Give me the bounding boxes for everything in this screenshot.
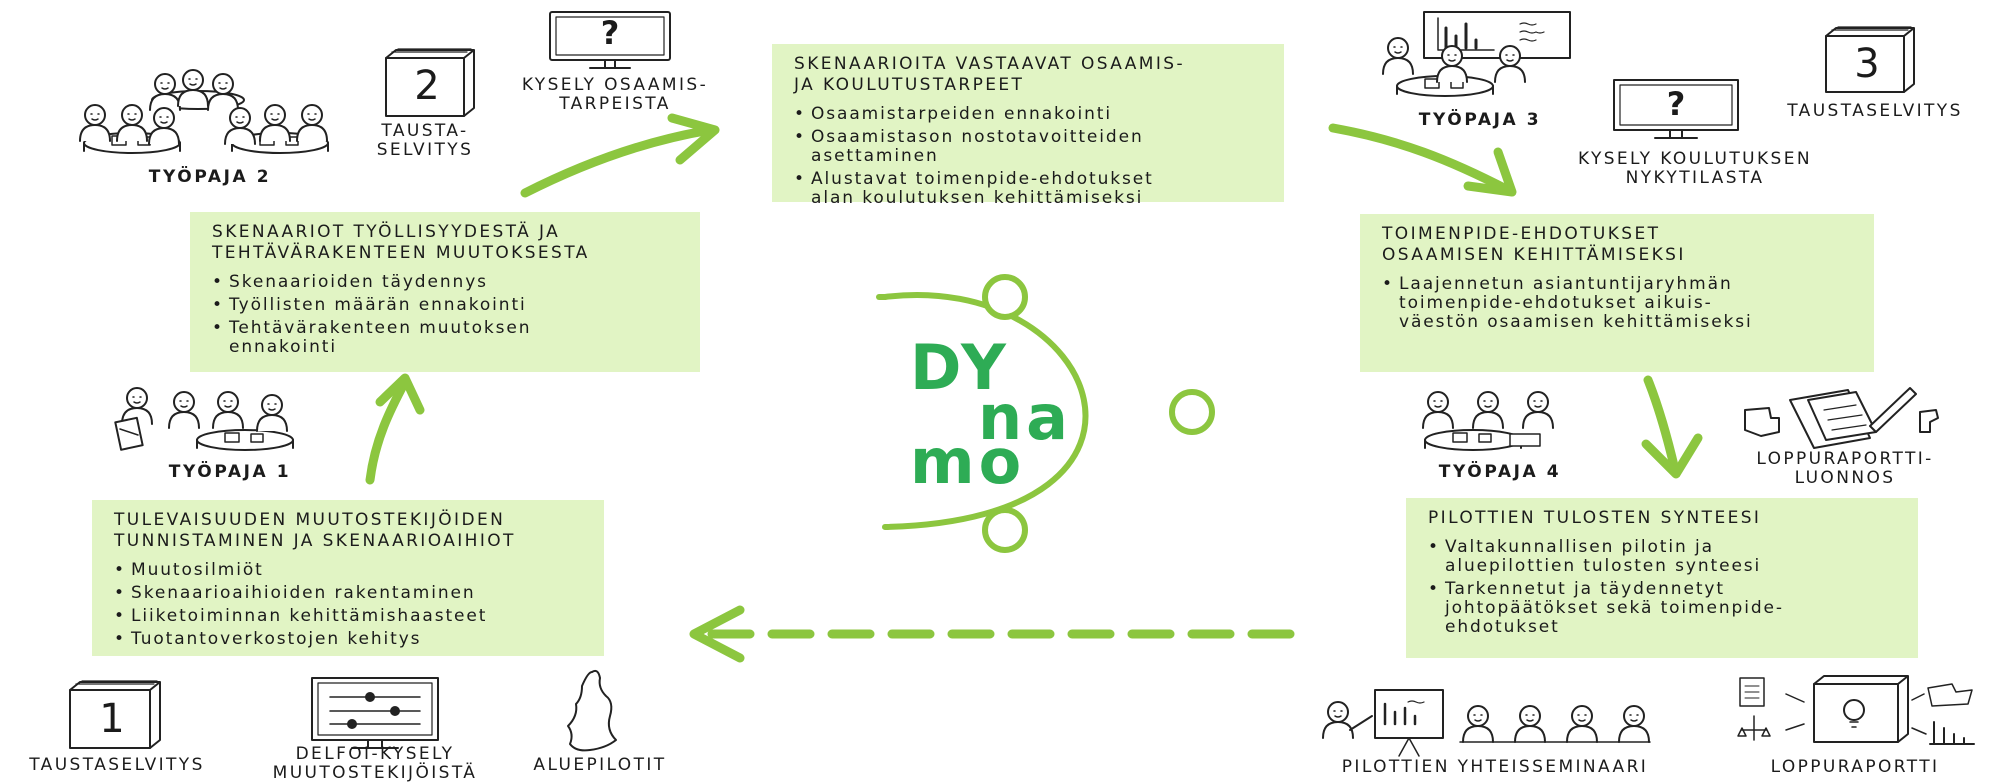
group-tyopaja3 bbox=[1382, 11, 1571, 97]
book-number-3: 3 bbox=[1854, 41, 1880, 87]
book-icon-2 bbox=[385, 48, 475, 117]
arc-node-bottom bbox=[982, 507, 1028, 553]
book-number-2: 2 bbox=[414, 63, 440, 109]
list-item: Tarkennetut ja täydennetyt johtopäätökse… bbox=[1428, 580, 1896, 637]
label-tyopaja4: TYÖPAJA 4 bbox=[1438, 462, 1562, 482]
phase2-title: SKENAARIOT TYÖLLISYYDESTÄ JA TEHTÄVÄRAKE… bbox=[212, 222, 590, 263]
monitor-icon-1 bbox=[549, 11, 671, 69]
monitor-icon-2 bbox=[1613, 79, 1739, 139]
list-item: Osaamistarpeiden ennakointi bbox=[794, 105, 1262, 125]
label-aluepilotit: ALUEPILOTIT bbox=[533, 755, 667, 775]
label-kysely-osaamistarpeista: KYSELY OSAAMIS- TARPEISTA bbox=[521, 75, 709, 114]
dynamo-logo-dy: DY bbox=[910, 331, 1010, 404]
list-item: Osaamistason nostotavoitteiden asettamin… bbox=[794, 128, 1262, 166]
label-tyopaja1: TYÖPAJA 1 bbox=[168, 462, 292, 482]
arrow-4-to-5 bbox=[1643, 375, 1680, 475]
phase1-box: TULEVAISUUDEN MUUTOSTEKIJÖIDEN TUNNISTAM… bbox=[92, 500, 604, 656]
phase4-box: TOIMENPIDE-EHDOTUKSET OSAAMISEN KEHITTÄM… bbox=[1360, 214, 1874, 372]
list-item: Liiketoiminnan kehittämishaasteet bbox=[114, 607, 582, 627]
phase4-list: Laajennetun asiantuntijaryhmän toimenpid… bbox=[1382, 275, 1852, 332]
flow-arrows bbox=[365, 113, 1703, 663]
label-pilottien-seminaari: PILOTTIEN YHTEISSEMINAARI bbox=[1341, 757, 1649, 777]
delfoi-monitor-icon bbox=[311, 677, 439, 749]
book-icon-1 bbox=[69, 680, 161, 749]
label-kysely-koulutuksen: KYSELY KOULUTUKSEN NYKYTILASTA bbox=[1578, 149, 1812, 188]
phase3-title: SKENAARIOITA VASTAAVAT OSAAMIS- JA KOULU… bbox=[794, 54, 1185, 95]
label-loppuraportti: LOPPURAPORTTI bbox=[1770, 757, 1940, 777]
phase4-title: TOIMENPIDE-EHDOTUKSET OSAAMISEN KEHITTÄM… bbox=[1382, 224, 1686, 265]
dynamo-logo-mo: mo bbox=[910, 425, 1026, 498]
loppuraportti-icon bbox=[1737, 675, 1975, 745]
phase1-list: Muutosilmiöt Skenaarioaihioiden rakentam… bbox=[114, 561, 582, 650]
phase3-box: SKENAARIOITA VASTAAVAT OSAAMIS- JA KOULU… bbox=[772, 44, 1284, 208]
phase5-list: Valtakunnallisen pilotin ja aluepilottie… bbox=[1428, 538, 1896, 637]
phase5-title: PILOTTIEN TULOSTEN SYNTEESI bbox=[1428, 508, 1762, 528]
label-taustaselvitys-1: TAUSTASELVITYS bbox=[29, 755, 205, 775]
list-item: Muutosilmiöt bbox=[114, 561, 582, 581]
label-delfoi: DELFOI-KYSELY MUUTOSTEKIJÖISTÄ bbox=[272, 744, 478, 783]
arc-node-right bbox=[1169, 389, 1215, 435]
finland-map-icon bbox=[567, 669, 617, 752]
group-tyopaja4 bbox=[1422, 391, 1554, 451]
book-icon-3 bbox=[1825, 26, 1915, 93]
phase2-list: Skenaarioiden täydennys Työllisten määrä… bbox=[212, 273, 678, 357]
arrow-2-to-3 bbox=[520, 125, 715, 198]
list-item: Tehtävärakenteen muutoksen ennakointi bbox=[212, 319, 678, 357]
list-item: Laajennetun asiantuntijaryhmän toimenpid… bbox=[1382, 275, 1852, 332]
arrow-1-to-2 bbox=[365, 377, 410, 485]
question-mark-2: ? bbox=[1666, 85, 1686, 123]
label-tyopaja2: TYÖPAJA 2 bbox=[148, 167, 272, 187]
dynamo-logo-na: na bbox=[978, 381, 1072, 454]
phase1-title: TULEVAISUUDEN MUUTOSTEKIJÖIDEN TUNNISTAM… bbox=[114, 510, 516, 551]
loppuraportti-luonnos-icon bbox=[1744, 387, 1939, 449]
seminar-group bbox=[1322, 689, 1651, 757]
label-taustaselvitys-3: TAUSTASELVITYS bbox=[1787, 101, 1963, 121]
group-tyopaja1 bbox=[114, 387, 294, 451]
list-item: Tuotantoverkostojen kehitys bbox=[114, 630, 582, 650]
phase5-box: PILOTTIEN TULOSTEN SYNTEESI Valtakunnall… bbox=[1406, 498, 1918, 658]
phase2-box: SKENAARIOT TYÖLLISYYDESTÄ JA TEHTÄVÄRAKE… bbox=[190, 212, 700, 372]
arc-node-top bbox=[982, 274, 1028, 320]
list-item: Alustavat toimenpide-ehdotukset alan kou… bbox=[794, 170, 1262, 208]
list-item: Skenaarioiden täydennys bbox=[212, 273, 678, 293]
arrow-3-to-4 bbox=[1328, 123, 1513, 195]
list-item: Työllisten määrän ennakointi bbox=[212, 296, 678, 316]
label-tyopaja3: TYÖPAJA 3 bbox=[1418, 110, 1542, 130]
question-mark-1: ? bbox=[600, 14, 620, 52]
label-taustaselvitys-2: TAUSTA- SELVITYS bbox=[376, 121, 474, 160]
group-tyopaja2 bbox=[79, 69, 329, 154]
book-number-1: 1 bbox=[99, 696, 125, 742]
list-item: Skenaarioaihioiden rakentaminen bbox=[114, 584, 582, 604]
list-item: Valtakunnallisen pilotin ja aluepilottie… bbox=[1428, 538, 1896, 576]
phase3-list: Osaamistarpeiden ennakointi Osaamistason… bbox=[794, 105, 1262, 208]
label-loppuraportti-luonnos: LOPPURAPORTTI- LUONNOS bbox=[1756, 449, 1934, 488]
